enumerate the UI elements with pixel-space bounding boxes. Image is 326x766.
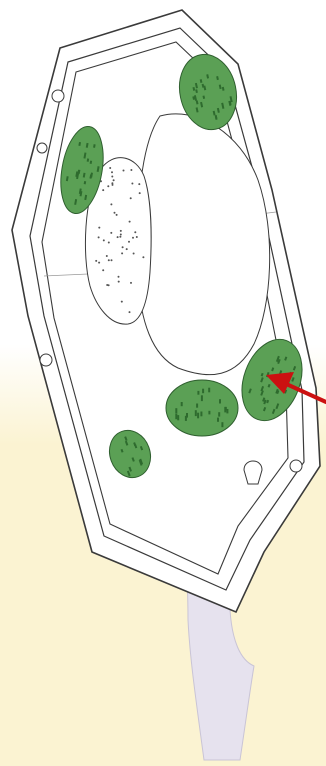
thylakoid-mark bbox=[202, 389, 204, 394]
nucleus-granule bbox=[134, 231, 136, 233]
thylakoid-mark bbox=[218, 412, 220, 416]
thylakoid-mark bbox=[201, 395, 203, 401]
thylakoid-mark bbox=[181, 402, 183, 406]
thylakoid-mark bbox=[195, 410, 197, 416]
wall-pit bbox=[290, 460, 302, 472]
nucleus-granule bbox=[131, 183, 133, 185]
nucleus-granule bbox=[138, 183, 140, 185]
nucleus-granule bbox=[133, 253, 135, 255]
thylakoid-mark bbox=[175, 414, 177, 420]
nucleus-granule bbox=[117, 236, 119, 238]
nucleus-granule bbox=[110, 232, 112, 234]
wall-pit bbox=[52, 90, 64, 102]
nucleus-granule bbox=[130, 169, 132, 171]
nucleus-granule bbox=[98, 262, 100, 264]
nucleus-granule bbox=[136, 236, 138, 238]
nucleus-granule bbox=[118, 281, 120, 283]
thylakoid-mark bbox=[196, 404, 198, 408]
nucleus-granule bbox=[129, 311, 131, 313]
nucleus-granule bbox=[139, 192, 141, 194]
thylakoid-mark bbox=[225, 407, 227, 411]
nucleus-granule bbox=[128, 241, 130, 243]
nucleus-granule bbox=[98, 227, 100, 229]
nucleus-granule bbox=[110, 203, 112, 205]
nucleus-granule bbox=[102, 189, 104, 191]
nucleus-granule bbox=[103, 239, 105, 241]
thylakoid-mark bbox=[197, 413, 199, 419]
wall-notch bbox=[244, 461, 262, 484]
nucleus-granule bbox=[108, 259, 110, 261]
nucleus-granule bbox=[120, 234, 122, 236]
nucleus-granule bbox=[111, 176, 113, 178]
nucleus-granule bbox=[132, 237, 134, 239]
nucleus-granule bbox=[111, 182, 113, 184]
nucleus-granule bbox=[130, 282, 132, 284]
nucleus-granule bbox=[109, 167, 111, 169]
thylakoid-mark bbox=[217, 418, 219, 422]
nucleus-granule bbox=[113, 179, 115, 181]
nucleus-granule bbox=[121, 252, 123, 254]
nucleus-granule bbox=[114, 212, 116, 214]
thylakoid-mark bbox=[221, 422, 223, 427]
nucleus-granule bbox=[118, 276, 120, 278]
nucleus-granule bbox=[120, 230, 122, 232]
nucleus-granule bbox=[111, 259, 113, 261]
nucleus-granule bbox=[123, 170, 125, 172]
nucleus-granule bbox=[126, 248, 128, 250]
thylakoid-mark bbox=[197, 391, 199, 395]
thylakoid-mark bbox=[200, 412, 202, 417]
wall-pit bbox=[37, 143, 47, 153]
nucleus-granule bbox=[95, 260, 97, 262]
thylakoid-mark bbox=[175, 408, 177, 413]
nucleus-granule bbox=[119, 236, 121, 238]
nucleus-granule bbox=[130, 197, 132, 199]
nucleus-granule bbox=[129, 221, 131, 223]
nucleus-granule bbox=[142, 256, 144, 258]
nucleus-granule bbox=[107, 185, 109, 187]
nucleus-granule bbox=[102, 269, 104, 271]
nucleus-granule bbox=[122, 246, 124, 248]
thylakoid-mark bbox=[177, 415, 179, 420]
thylakoid-mark bbox=[208, 411, 210, 415]
chloroplast bbox=[166, 380, 238, 436]
nucleus-granule bbox=[98, 236, 100, 238]
wall-pit bbox=[40, 354, 52, 366]
nucleus-granule bbox=[121, 301, 123, 303]
thylakoid-mark bbox=[219, 399, 221, 403]
nucleus-granule bbox=[111, 171, 113, 173]
thylakoid-mark bbox=[208, 388, 210, 393]
nucleus-granule bbox=[108, 242, 110, 244]
nucleus-granule bbox=[116, 214, 118, 216]
nucleus-granule bbox=[106, 284, 108, 286]
nucleus-granule bbox=[106, 255, 108, 257]
thylakoid-mark bbox=[185, 416, 187, 421]
